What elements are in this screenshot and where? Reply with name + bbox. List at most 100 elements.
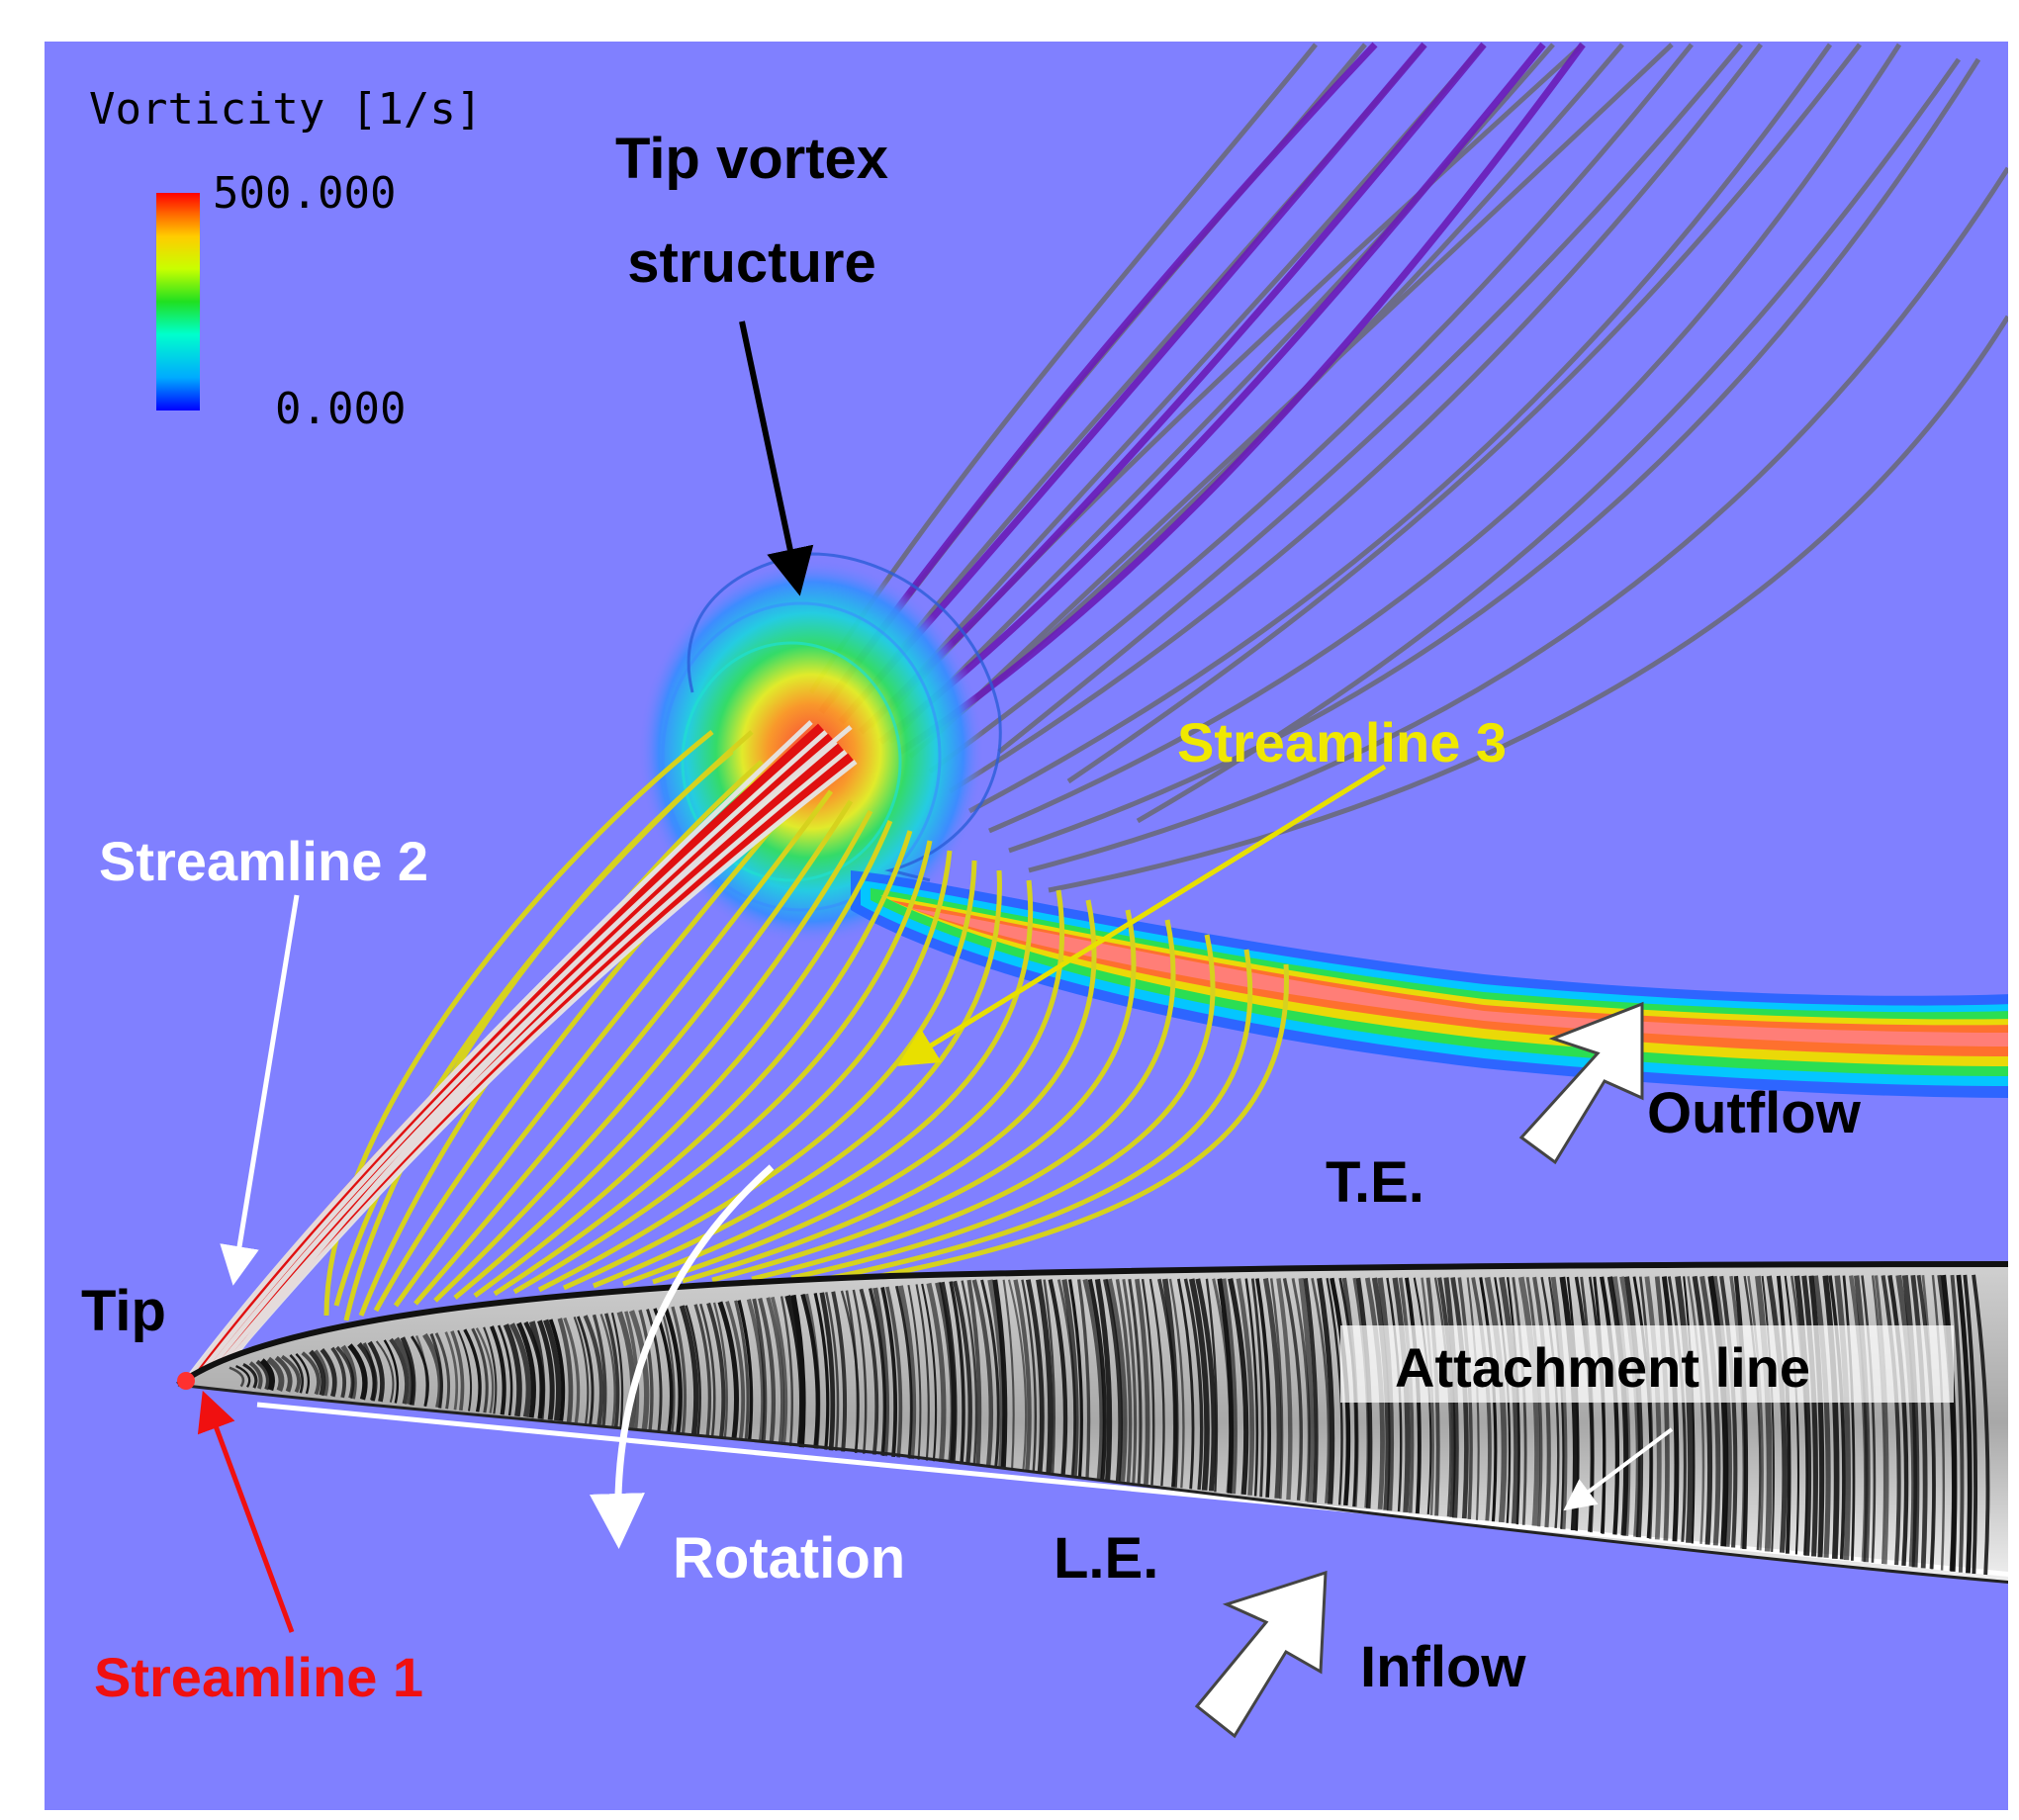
blade-streak [259,1358,275,1392]
blade-streak [583,1315,604,1425]
blade-streak [1972,1274,1990,1576]
attachment-line-label-bg [1340,1325,1954,1403]
blade-streak [1183,1278,1204,1491]
blade-streak [1168,1278,1185,1489]
blade-streak [939,1281,958,1464]
blade-streak [444,1331,459,1410]
rotation-label: Rotation [673,1526,905,1591]
blade-streak [528,1320,546,1419]
streamline-2-bundle [181,720,858,1387]
blade-streak [819,1292,836,1451]
blade-streak [289,1354,305,1394]
blade-streak [1675,1276,1694,1543]
blade-streak [1007,1279,1028,1471]
blade-streak [1687,1276,1705,1544]
blade-streak [992,1279,1008,1470]
blade-streak [1963,1274,1978,1575]
blade-streak [1599,1276,1620,1535]
blade-streak [1801,1275,1818,1557]
blade-streak [389,1337,410,1405]
figure-labels: Tip vortex structure Streamline 3 Stream… [81,127,1862,1708]
blade-streak [746,1299,766,1443]
blade-streak [1755,1275,1773,1552]
blade-streak [1082,1278,1105,1480]
te-label: T.E. [1326,1150,1424,1215]
blade-streak [1644,1276,1662,1540]
streamline-1-label: Streamline 1 [94,1646,423,1708]
blade-streak [1822,1275,1840,1559]
vorticity-legend: Vorticity [1/s] 500.000 0.000 [89,84,482,434]
blade-streak [604,1313,620,1427]
blade-streak [1683,1276,1696,1544]
blade-streak [295,1353,311,1395]
blade-streak [1854,1275,1871,1563]
blade-streak [752,1298,768,1444]
blade-streak [780,1296,793,1446]
blade-streak [758,1297,777,1444]
blade-streak [1931,1275,1946,1571]
blade-streak [235,1365,251,1388]
blade-streak [1719,1275,1738,1548]
blade-streak [1021,1279,1038,1473]
blade-streak [1766,1275,1788,1553]
blade-streak [872,1287,890,1457]
blade-streak [1291,1278,1311,1502]
blade-streak [825,1292,840,1451]
blade-streak [1025,1279,1045,1473]
blade-streak [1593,1276,1606,1534]
blade-streak [340,1344,357,1400]
blade-streak [475,1327,495,1413]
blade-streak [1076,1279,1091,1479]
blade-streak [429,1332,443,1409]
blade-streak [1761,1275,1776,1553]
blade-streak [576,1316,595,1424]
blade-streak [330,1346,347,1399]
blade-streak [1940,1274,1958,1572]
blade-streak [347,1343,368,1401]
blade-streak [693,1304,712,1437]
blade-streak [1236,1278,1255,1496]
blade-streak [1106,1278,1128,1482]
legend-max-label: 500.000 [213,168,396,219]
blade-streak [508,1322,532,1417]
blade-streak [685,1305,701,1436]
blade-streak [1921,1275,1936,1570]
blade-streak [915,1284,930,1461]
blade-streak [1887,1274,1909,1567]
blade-streak [961,1280,978,1466]
legend-title: Vorticity [1/s] [89,84,482,135]
outflow-label: Outflow [1647,1081,1862,1145]
blade-streak [1610,1276,1631,1536]
blade-streak [274,1355,293,1393]
blade-streak [450,1330,465,1411]
blade-streak [1828,1275,1846,1560]
annotation-arrows [197,320,1674,1739]
blade-streak [852,1289,868,1454]
blade-streak [1002,1279,1015,1471]
attachment-line-label: Attachment line [1395,1336,1810,1399]
blade-streak [1269,1278,1284,1500]
blade-streak [1692,1275,1713,1545]
blade-streak [1148,1278,1165,1487]
blade-streak [537,1320,555,1420]
blade-streak [471,1327,489,1413]
blade-streak [248,1361,263,1390]
blade-streak [803,1293,821,1449]
blade-streak [1784,1275,1800,1555]
blade-streak [1276,1278,1293,1501]
blade-streak [737,1300,754,1442]
streamline-1-arrow [197,1390,295,1633]
blade-streak [497,1324,513,1416]
blade-streak [679,1305,699,1436]
blade-streak [1619,1276,1641,1537]
le-label: L.E. [1054,1526,1158,1591]
blade-streak [1793,1275,1812,1556]
vorticity-sheet [851,870,2008,1098]
blade-streak [980,1279,1000,1468]
streamline-3-label: Streamline 3 [1177,711,1507,774]
blade-streak [548,1319,566,1421]
blade-streak [255,1359,271,1391]
blade-streak [1188,1278,1210,1491]
blade-streak [557,1318,574,1422]
